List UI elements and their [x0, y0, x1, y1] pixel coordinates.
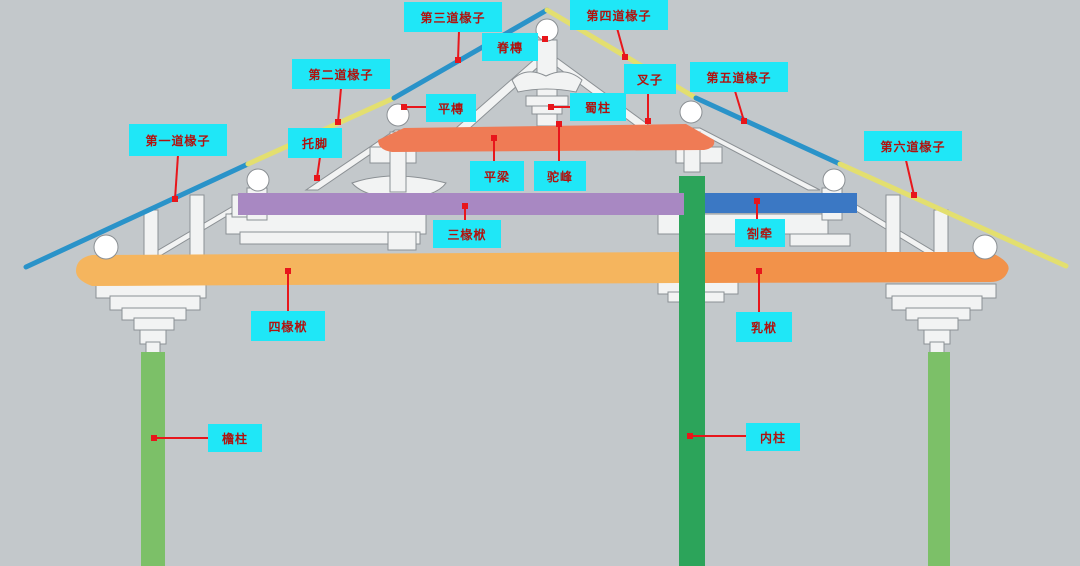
- purlin-left-mid: [246, 168, 270, 192]
- label-ji-tuan: 脊槫: [482, 33, 538, 61]
- label-tuo-feng: 驼峰: [534, 161, 586, 191]
- rafter-3: [391, 7, 550, 101]
- ping-tuan-right: [679, 100, 703, 124]
- label-yan-zhu: 檐柱: [208, 424, 262, 452]
- ru-fu-beam: [705, 252, 1009, 283]
- rafter-1: [23, 161, 251, 270]
- label-rafter-1: 第一道椽子: [129, 124, 227, 156]
- rafter-6: [837, 161, 1069, 269]
- label-nei-zhu: 内柱: [746, 423, 800, 451]
- eave-column-left: [141, 352, 165, 566]
- label-tuo-jiao: 托脚: [288, 128, 342, 158]
- label-ping-tuan: 平槫: [426, 94, 476, 122]
- inner-column: [679, 176, 705, 566]
- tuo-jiao-right: [689, 127, 821, 191]
- ping-liang-beam: [378, 124, 715, 152]
- rafter-5: [693, 95, 843, 167]
- three-rafter-beam: [238, 193, 684, 215]
- tuo-feng-ornament: [511, 71, 583, 93]
- purlin-left-eave: [93, 234, 119, 260]
- label-rafter-3: 第三道椽子: [404, 2, 502, 32]
- leader-lines: [151, 27, 917, 441]
- label-ru-fu: 乳栿: [736, 312, 792, 342]
- eave-column-right: [928, 352, 950, 566]
- label-rafter-4: 第四道椽子: [570, 0, 668, 30]
- purlins: [93, 18, 998, 260]
- label-cha-shou: 叉子: [624, 64, 676, 94]
- label-san-chuan-fu: 三椽栿: [433, 220, 501, 248]
- label-zha-qian: 劄牵: [735, 219, 785, 247]
- purlin-right-mid: [822, 168, 846, 192]
- label-rafter-2: 第二道椽子: [292, 59, 390, 89]
- label-si-chuan-fu: 四椽栿: [251, 311, 325, 341]
- purlin-right-eave: [972, 234, 998, 260]
- label-shu-zhu: 蜀柱: [570, 93, 626, 121]
- label-rafter-5: 第五道椽子: [690, 62, 788, 92]
- label-ping-liang: 平梁: [470, 161, 524, 191]
- label-rafter-6: 第六道椽子: [864, 131, 962, 161]
- four-rafter-beam: [76, 252, 679, 286]
- zha-qian-beam: [705, 193, 857, 213]
